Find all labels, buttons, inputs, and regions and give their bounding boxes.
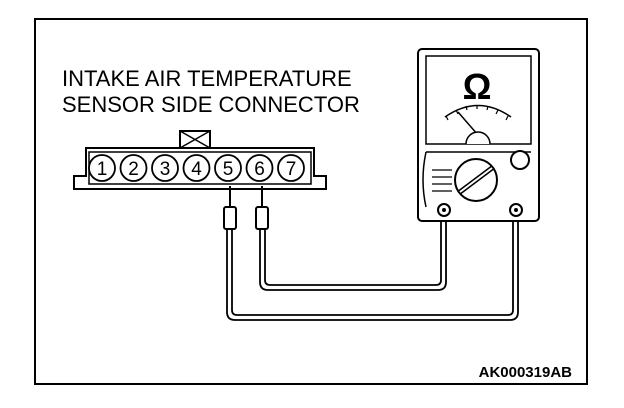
meter-terminal-left	[437, 203, 451, 217]
title-line-2: SENSOR SIDE CONNECTOR	[62, 92, 360, 117]
pin-circle	[119, 154, 148, 182]
pin-circle	[214, 154, 242, 182]
probe-icon	[255, 206, 269, 230]
reference-code: AK000319AB	[479, 364, 573, 381]
lock-tab-icon	[179, 130, 211, 149]
probe-6	[255, 186, 269, 230]
connector-pin-6: 6	[245, 154, 274, 182]
needle-pivot	[465, 131, 491, 145]
pin-number: 4	[191, 159, 202, 180]
meter-needle	[457, 111, 479, 136]
meter-scale-arc	[444, 104, 512, 118]
pin-number: 6	[254, 159, 265, 180]
probe-icon	[223, 206, 237, 230]
pin-number: 7	[286, 159, 297, 180]
connector-pin-3: 3	[151, 154, 179, 182]
selector-dial-icon	[454, 158, 498, 202]
pin-circle	[245, 154, 274, 182]
pin-number: 1	[97, 159, 108, 180]
pin-circle	[88, 154, 116, 182]
pin-number: 5	[223, 159, 234, 180]
wire-pin6-to-meter	[259, 218, 447, 291]
wire-pin5-to-meter	[226, 218, 519, 321]
connector-pin-5: 5	[214, 154, 242, 182]
probe-5	[223, 186, 237, 230]
ohmmeter-icon: Ω	[417, 48, 540, 222]
pin-number: 2	[128, 159, 139, 180]
connector-pin-7: 7	[277, 154, 305, 182]
ohm-symbol: Ω	[463, 66, 492, 107]
pin-circle	[277, 154, 305, 182]
connector-pin-2: 2	[119, 154, 148, 182]
connector-pin-4: 4	[182, 154, 211, 182]
meter-button	[510, 150, 530, 170]
title-line-1: INTAKE AIR TEMPERATURE	[62, 66, 352, 91]
diagram-frame	[34, 18, 588, 385]
pin-number: 3	[160, 159, 171, 180]
pin-circle	[182, 154, 211, 182]
meter-display	[425, 55, 532, 145]
connector-pin-1: 1	[88, 154, 116, 182]
meter-terminal-right	[509, 203, 523, 217]
pin-circle	[151, 154, 179, 182]
